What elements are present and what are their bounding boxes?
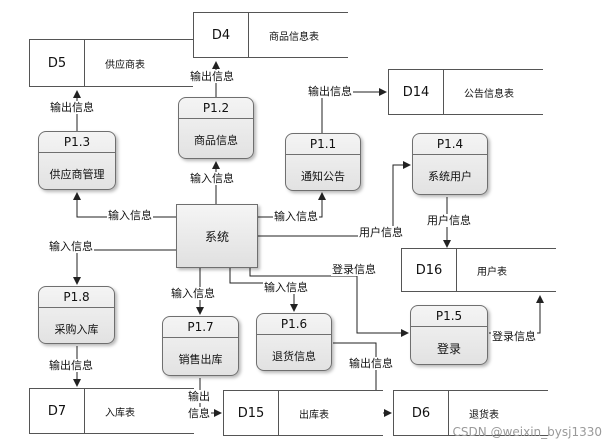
process-name: 供应商管理 [49, 168, 105, 181]
datastore-name: 公告信息表 [464, 88, 514, 100]
datastore-d7: D7 入库表 [29, 388, 194, 434]
datastore-name: 供应商表 [105, 59, 145, 71]
datastore-d6: D6 退货表 [393, 390, 548, 436]
datastore-d16: D16 用户表 [401, 248, 556, 292]
process-name: 商品信息 [194, 134, 238, 147]
flow-sys-p16 [229, 268, 298, 312]
process-id: P1.7 [163, 317, 238, 338]
flow-sys-p18 [73, 249, 176, 285]
datastore-name: 退货表 [469, 409, 499, 421]
process-p14: P1.4 系统用户 [412, 133, 488, 195]
process-p18: P1.8 采购入库 [38, 286, 115, 344]
flow-label-p15-d16: 登录信息 [491, 330, 537, 343]
flow-label-sys-p16: 输入信息 [263, 281, 309, 294]
datastore-id: D14 [388, 70, 444, 114]
datastore-id: D5 [29, 40, 85, 86]
flow-label-sys-p17: 输入信息 [170, 287, 216, 300]
watermark-text: CSDN @weixin_bysj1330 [452, 425, 602, 439]
flow-label-p12-d4: 输出信息 [189, 70, 235, 83]
process-name: 登录 [436, 342, 461, 356]
process-p11: P1.1 通知公告 [285, 133, 361, 191]
process-id: P1.1 [286, 134, 360, 155]
central-system: 系统 [176, 204, 258, 268]
process-name: 采购入库 [54, 323, 99, 336]
process-name: 退货信息 [272, 350, 316, 363]
process-p13: P1.3 供应商管理 [38, 131, 116, 190]
datastore-d14: D14 公告信息表 [388, 69, 543, 115]
process-name: 销售出库 [178, 353, 223, 366]
flow-label-sys-p11: 输入信息 [273, 210, 319, 223]
process-p12: P1.2 商品信息 [178, 97, 254, 159]
flow-label-p11-d14: 输出信息 [307, 85, 353, 98]
flow-sys-p15 [249, 268, 409, 337]
flow-p11-d14 [321, 88, 387, 133]
flow-p16-d6 [333, 342, 392, 417]
flow-label-sys-p13: 输入信息 [107, 209, 153, 222]
process-name: 通知公告 [301, 170, 345, 183]
datastore-id: D16 [401, 249, 457, 291]
datastore-d5: D5 供应商表 [29, 39, 193, 87]
process-p15: P1.5 登录 [410, 305, 488, 365]
process-id: P1.5 [411, 306, 487, 327]
flow-label-p17-d15-line2: 信息 [187, 407, 211, 420]
flow-p15-d16 [489, 295, 544, 334]
flow-label-p18-d7: 输出信息 [48, 359, 94, 372]
flow-label-sys-p18: 输入信息 [48, 240, 94, 253]
process-p17: P1.7 销售出库 [162, 316, 239, 376]
flow-label-p17-d15-line1: 输出 [187, 390, 211, 403]
process-id: P1.8 [39, 287, 114, 308]
flow-label-p14-d16: 用户信息 [426, 214, 472, 227]
process-p16: P1.6 退货信息 [256, 313, 332, 371]
process-id: P1.4 [413, 134, 487, 155]
process-id: P1.6 [257, 314, 331, 335]
datastore-name: 入库表 [105, 407, 135, 419]
flow-label-sys-p12: 输入信息 [189, 172, 235, 185]
datastore-id: D6 [393, 391, 449, 435]
datastore-id: D15 [223, 391, 279, 435]
datastore-name: 用户表 [477, 266, 507, 278]
flow-label-p16-d6: 输出信息 [348, 357, 394, 370]
datastore-d4: D4 商品信息表 [193, 12, 348, 58]
datastore-id: D4 [193, 13, 249, 57]
datastore-name: 出库表 [299, 409, 329, 421]
flow-label-sys-p14: 用户信息 [358, 226, 404, 239]
datastore-d15: D15 出库表 [223, 390, 383, 436]
central-system-name: 系统 [204, 229, 229, 244]
flow-sys-p14 [258, 161, 411, 237]
datastore-id: D7 [29, 389, 85, 433]
process-id: P1.2 [179, 98, 253, 119]
flow-label-sys-p15: 登录信息 [331, 263, 377, 276]
datastore-name: 商品信息表 [269, 31, 319, 43]
process-id: P1.3 [39, 132, 115, 153]
flow-label-p13-d5: 输出信息 [49, 101, 95, 114]
process-name: 系统用户 [428, 170, 472, 183]
